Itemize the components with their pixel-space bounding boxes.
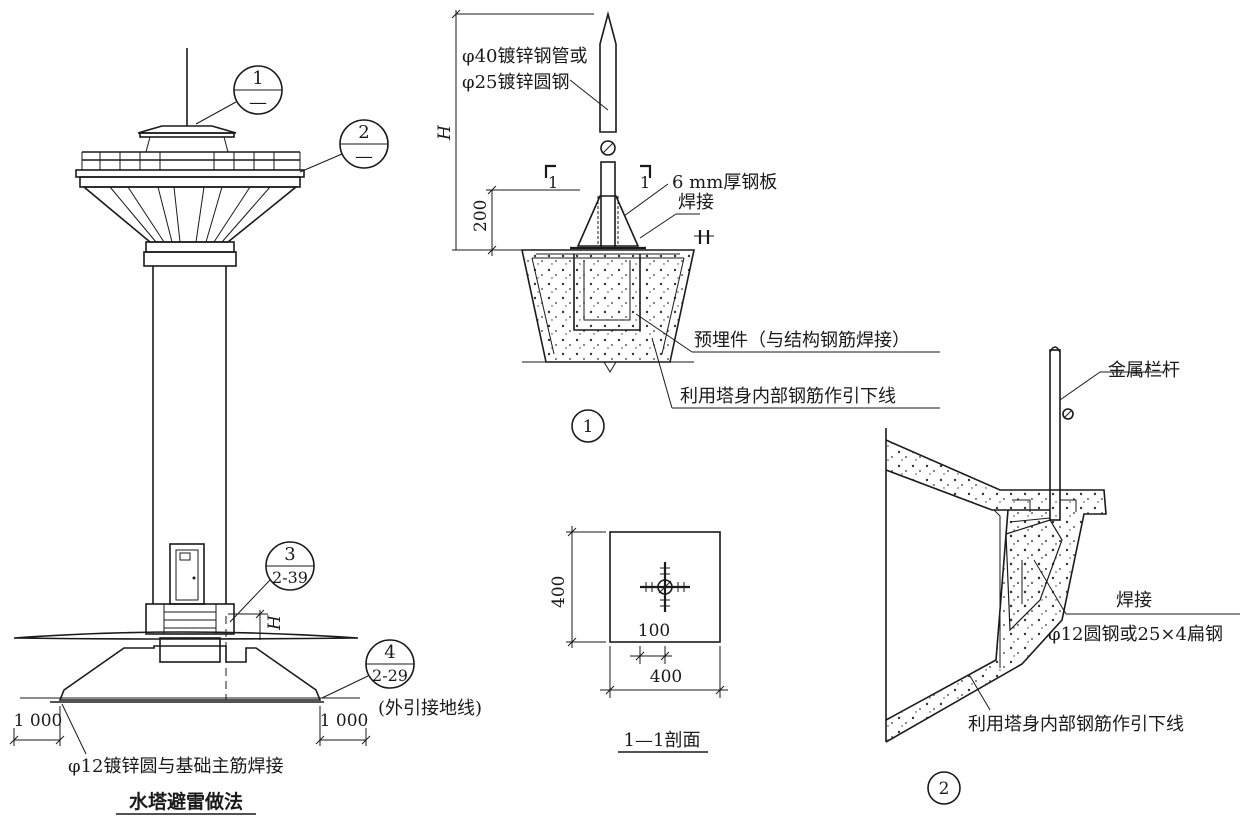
roof-cap [137,125,237,134]
detail1-downlead-label: 利用塔身内部钢筋作引下线 [680,386,896,407]
tank-cone [81,186,299,243]
railing-label: 金属栏杆 [1108,360,1180,381]
section-dim-vertical: 400 [549,576,569,608]
callout-4-sheet: 2-29 [372,666,408,685]
callout-3-sheet: 2-39 [272,568,308,587]
dim-left: 1 000 [14,711,63,731]
tank-deck [75,169,305,178]
dim-right: 1 000 [320,711,369,731]
ground-line [13,631,359,640]
detail-1-mark [571,409,605,443]
embedded-part-label: 预埋件（与结构钢筋焊接） [694,330,910,351]
tower-title: 水塔避雷做法 [129,790,243,813]
callout-3-number: 3 [284,544,295,565]
detail-2-number: 2 [939,779,950,799]
detail1-dim-200: 200 [471,200,491,232]
section-mark-right: 1 [640,173,650,192]
section-dim-100: 100 [638,621,670,641]
detail-1-concrete-top [521,249,940,443]
rod-spec-line2: φ25镀锌圆钢 [462,72,570,93]
steel-plate [576,195,640,247]
foundation-note: φ12镀锌圆与基础主筋焊接 [68,756,284,777]
rod-spec-line1: φ40镀锌钢管或 [462,46,588,67]
callout-1-sheet: — [249,92,267,113]
tower-dim-h: H [265,614,285,631]
section-title: 1—1剖面 [624,730,701,751]
section-mark-left: 1 [548,173,558,192]
water-tower-elevation [9,48,415,815]
section-dim-horizontal: 400 [650,667,682,687]
external-ground-label: (外引接地线) [378,698,482,719]
callout-1-number: 1 [252,68,263,89]
section-1-1 [566,526,728,753]
callout-2-number: 2 [358,122,369,143]
callout-4-number: 4 [384,642,395,663]
detail-1-rod-top [451,9,714,256]
roof-railing [81,136,301,170]
detail1-dim-h: H [435,124,455,141]
detail2-weld-label: 焊接 [1116,590,1152,611]
foundation [58,645,322,701]
detail-2-mark [927,771,961,805]
callout-2-sheet: — [355,146,373,167]
detail1-weld-label: 焊接 [678,192,714,213]
plate-label: 6 mm厚钢板 [672,172,777,193]
bar-spec-label: φ12圆钢或25×4扁钢 [1048,624,1223,645]
section-plate [609,531,721,643]
detail-1-number: 1 [583,417,594,437]
detail-2-railing [885,346,1240,805]
embedded-part [573,254,641,331]
detail2-downlead-label: 利用塔身内部钢筋作引下线 [968,714,1184,735]
air-terminal [599,10,617,133]
